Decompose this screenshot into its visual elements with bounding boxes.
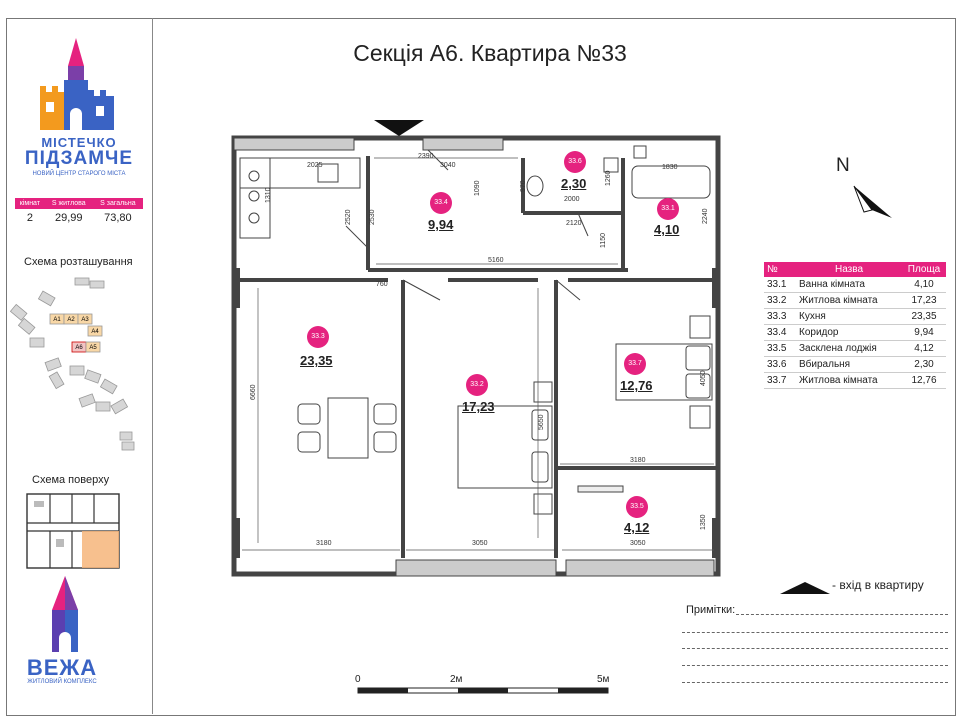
notes-line: [682, 632, 948, 633]
room-badge-33-6: 33.6: [564, 151, 586, 173]
notes-line: [682, 682, 948, 683]
room-badge-33-1: 33.1: [657, 198, 679, 220]
legend-header: Площа: [902, 262, 946, 277]
dimension-label: 760: [376, 281, 388, 288]
apartment-summary-table: кімнат S житлова S загальна 2 29,99 73,8…: [15, 198, 143, 227]
dimension-label: 2390: [418, 153, 434, 160]
scale-label-2m: 2м: [450, 674, 463, 685]
scale-label-0: 0: [355, 674, 361, 685]
dimension-label: 3050: [630, 540, 646, 547]
room-area-33-3: 23,35: [300, 353, 333, 368]
site-location-map: A1 A2 A3 A4 A6 A5: [10, 277, 135, 451]
floor-scheme-label: Схема поверху: [32, 474, 110, 486]
tower-logo-icon: [52, 576, 78, 652]
scale-bar: [357, 687, 609, 694]
section-label-current: A6: [75, 345, 83, 351]
room-badge-33-4: 33.4: [430, 192, 452, 214]
dimension-label: 1260: [605, 170, 612, 186]
summary-header: S житлова: [44, 198, 93, 209]
brand-line1: МІСТЕЧКО: [41, 135, 117, 150]
dimension-label: 3040: [440, 162, 456, 169]
notes-label: Примітки:: [686, 604, 736, 616]
room-badge-33-5: 33.5: [626, 496, 648, 518]
dimension-label: 1310: [265, 187, 272, 203]
compass-arrow-icon: [853, 185, 892, 218]
summary-header: S загальна: [92, 198, 143, 209]
dimension-label: 2530: [369, 209, 376, 225]
dimension-label: 2000: [564, 196, 580, 203]
notes-line: [736, 614, 948, 615]
dimension-label: 4050: [700, 370, 707, 386]
section-label: A1: [53, 317, 61, 323]
room-badge-33-3: 33.3: [307, 326, 329, 348]
dimension-label: 2240: [702, 208, 709, 224]
notes-line: [682, 648, 948, 649]
dimension-label: 3180: [630, 457, 646, 464]
room-area-33-7: 12,76: [620, 378, 653, 393]
brand-line2: ПІДЗАМЧЕ: [24, 148, 134, 169]
complex-name: ВЕЖА: [26, 655, 98, 680]
entrance-arrow-icon: [374, 120, 424, 136]
summary-living-area: 29,99: [55, 212, 83, 224]
complex-subtitle: ЖИТЛОВИЙ КОМПЛЕКС: [27, 679, 97, 685]
room-badge-33-2: 33.2: [466, 374, 488, 396]
castle-logo-icon: [40, 38, 114, 130]
dimension-label: 5160: [488, 257, 504, 264]
sidebar-divider: [152, 18, 153, 714]
room-badge-33-7: 33.7: [624, 353, 646, 375]
room-area-33-6: 2,30: [561, 176, 587, 191]
dimension-label: 2025: [307, 162, 323, 169]
legend-header: Назва: [796, 262, 902, 277]
room-area-33-4: 9,94: [428, 217, 454, 232]
dimension-label: 1830: [662, 164, 678, 171]
notes-line: [682, 665, 948, 666]
section-label: A3: [81, 317, 89, 323]
compass-north-label: N: [836, 155, 850, 176]
dimension-label: 6660: [250, 384, 257, 400]
brand-subtitle: НОВИЙ ЦЕНТР СТАРОГО МІСТА: [32, 171, 126, 177]
dimension-label: 1090: [474, 180, 481, 196]
section-label: A5: [89, 345, 97, 351]
summary-rooms: 2: [26, 212, 33, 224]
dimension-label: 2520: [345, 209, 352, 225]
page-title: Секція А6. Квартира №33: [353, 40, 627, 66]
page-frame: [6, 18, 956, 716]
legend-header: №: [764, 262, 796, 277]
room-area-33-2: 17,23: [462, 399, 495, 414]
entry-arrow-icon: [780, 582, 830, 594]
entry-label: - вхід в квартиру: [832, 578, 924, 592]
location-scheme-label: Схема розташування: [24, 256, 133, 268]
summary-header: кімнат: [15, 198, 45, 209]
floor-plan: [231, 120, 721, 577]
dimension-label: 2120: [566, 220, 582, 227]
dimension-label: 3180: [316, 540, 332, 547]
scale-label-5m: 5м: [597, 674, 610, 685]
section-label: A4: [91, 329, 99, 335]
dimension-label: 970: [520, 180, 527, 192]
dimension-label: 3050: [472, 540, 488, 547]
dimension-label: 5650: [538, 414, 545, 430]
room-area-33-1: 4,10: [654, 222, 680, 237]
dimension-label: 1350: [700, 514, 707, 530]
section-label: A2: [67, 317, 75, 323]
floor-scheme-map: [26, 493, 120, 569]
dimension-label: 1150: [600, 232, 607, 248]
room-area-33-5: 4,12: [624, 520, 650, 535]
summary-total-area: 73,80: [104, 212, 132, 224]
